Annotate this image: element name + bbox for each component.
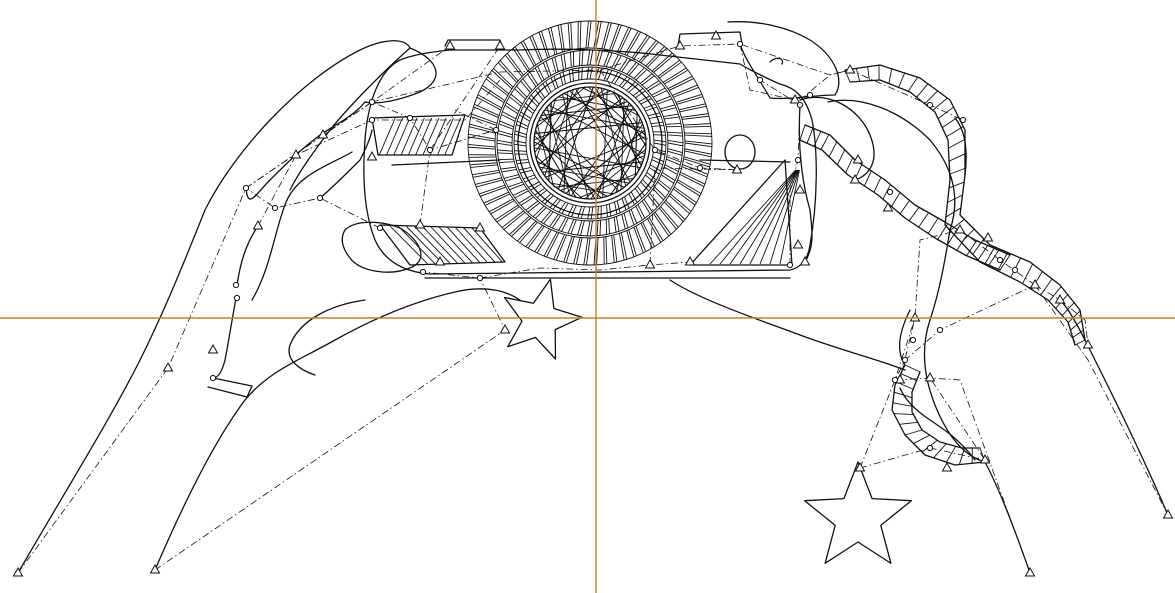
hatch-panel-lower-left: [379, 224, 506, 266]
camera-strap-icon: [799, 64, 1086, 466]
hatch-panel-upper-left: [371, 114, 466, 156]
star-icon: [503, 278, 583, 360]
camera-icon: [363, 20, 840, 279]
star-icon: [804, 461, 912, 564]
left-hand-icon: [17, 40, 521, 574]
hatch-panel-lower-right: [689, 159, 800, 266]
control-point-markers: [12, 29, 1174, 577]
camera-lens: [467, 20, 713, 266]
